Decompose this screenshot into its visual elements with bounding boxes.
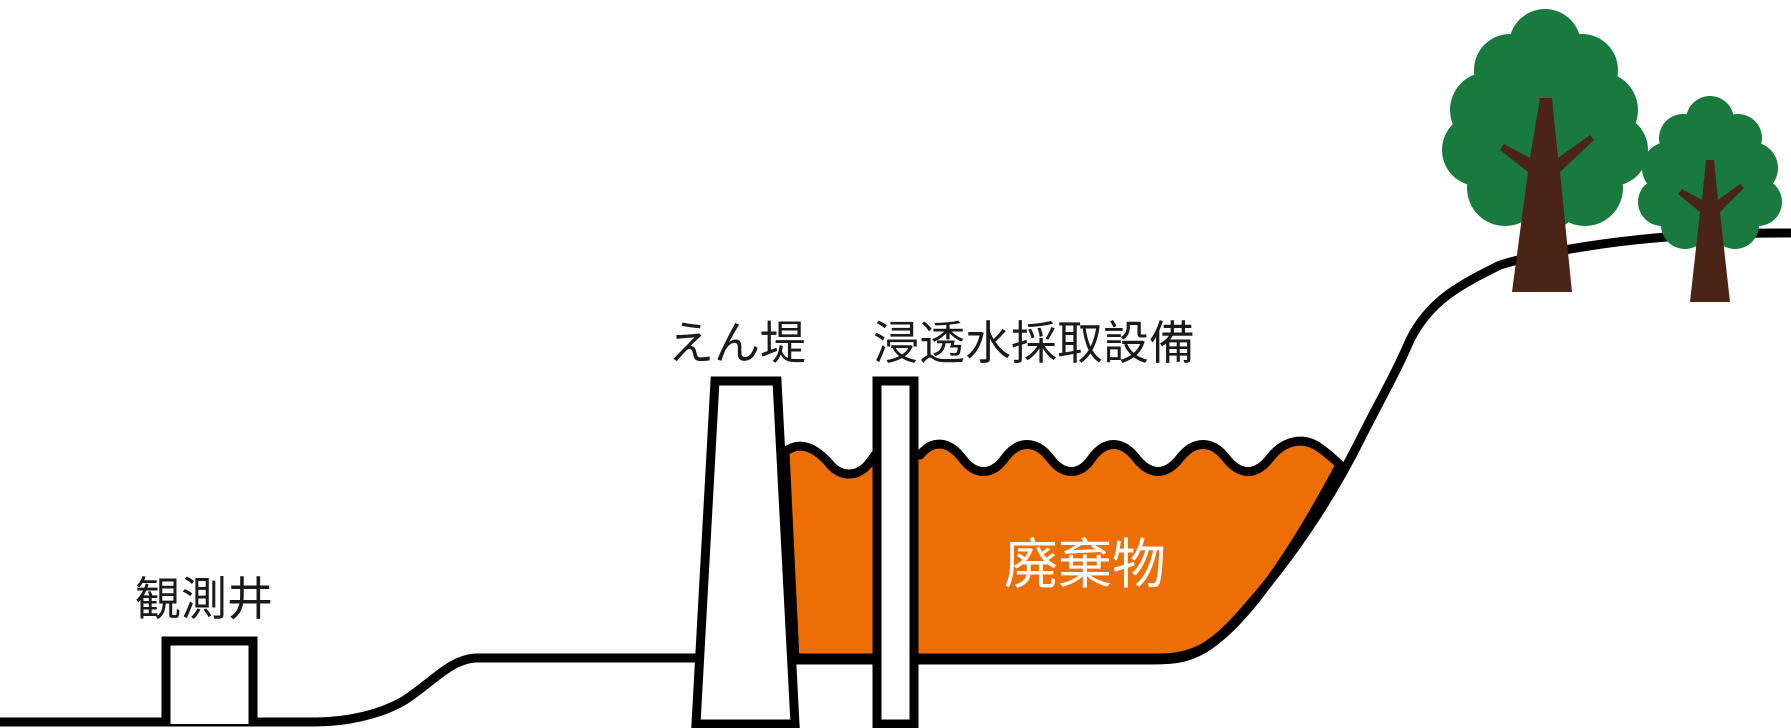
dam-label: えん堤 <box>668 316 806 370</box>
large-tree <box>1442 9 1648 292</box>
dam <box>691 376 800 728</box>
ground-line <box>0 228 1791 727</box>
large-tree-trunk <box>1500 98 1594 292</box>
observation-well <box>161 636 258 724</box>
small-tree <box>1638 96 1782 302</box>
seepage-collection-facility <box>872 376 919 728</box>
observation-well-label: 観測井 <box>135 572 273 626</box>
waste-body <box>780 436 1345 665</box>
small-tree-trunk <box>1678 160 1744 302</box>
waste-label: 廃棄物 <box>1004 533 1166 596</box>
seepage-collection-label: 浸透水採取設備 <box>873 316 1195 370</box>
